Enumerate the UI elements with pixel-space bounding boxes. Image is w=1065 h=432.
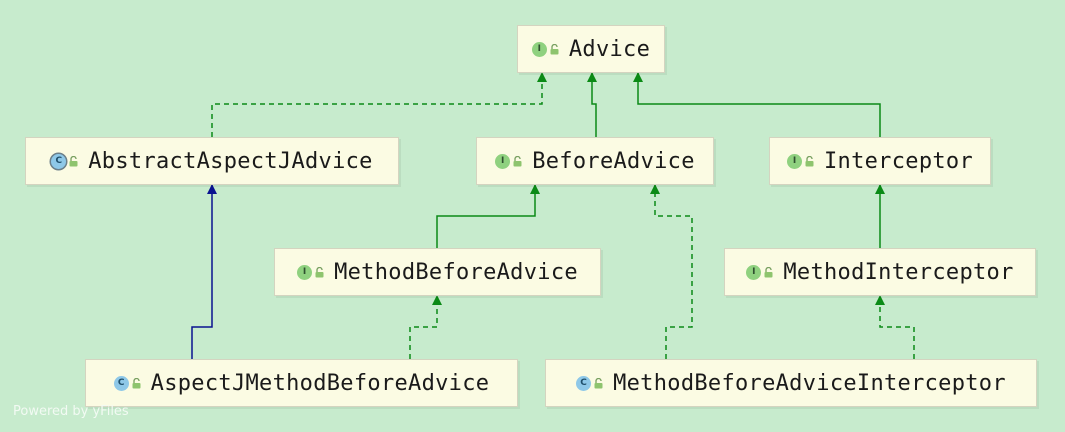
edge-aspectjmethodbeforeadvice-methodbeforeadvice <box>409 295 442 359</box>
powered-by-footer: Powered by yFiles <box>13 404 129 419</box>
node-badge: I <box>746 264 773 280</box>
node-abstract-aspectj-advice[interactable]: C AbstractAspectJAdvice <box>25 137 399 185</box>
node-badge: C <box>113 375 141 391</box>
node-badge: I <box>297 264 324 280</box>
unlock-icon <box>513 155 522 167</box>
abstract-class-icon: C <box>51 153 67 169</box>
node-badge: C <box>51 153 78 169</box>
node-label: BeforeAdvice <box>532 148 695 174</box>
unlock-icon <box>594 377 603 389</box>
interface-icon: I <box>746 264 762 280</box>
edge-beforeadvice-advice <box>587 72 597 137</box>
node-method-before-advice-interceptor[interactable]: C MethodBeforeAdviceInterceptor <box>545 359 1037 407</box>
node-label: MethodBeforeAdvice <box>334 259 578 285</box>
node-advice[interactable]: I Advice <box>517 25 665 73</box>
node-before-advice[interactable]: I BeforeAdvice <box>476 137 714 185</box>
edge-abstractaspectjadvice-advice <box>211 72 547 137</box>
unlock-icon <box>550 43 559 55</box>
node-label: AbstractAspectJAdvice <box>88 148 373 174</box>
node-label: AspectJMethodBeforeAdvice <box>150 370 490 396</box>
node-label: Advice <box>568 36 651 62</box>
node-badge: I <box>495 153 522 169</box>
unlock-icon <box>69 155 78 167</box>
node-method-interceptor[interactable]: I MethodInterceptor <box>724 248 1036 296</box>
unlock-icon <box>315 266 324 278</box>
edge-aspectjmethodbeforeadvice-abstractaspectjadvice <box>191 184 217 359</box>
edge-interceptor-advice <box>633 72 881 137</box>
node-badge: I <box>531 41 559 57</box>
unlock-icon <box>764 266 773 278</box>
node-badge: I <box>787 153 814 169</box>
node-interceptor[interactable]: I Interceptor <box>769 137 991 185</box>
interface-icon: I <box>297 264 313 280</box>
interface-icon: I <box>495 153 511 169</box>
interface-icon: I <box>787 153 802 169</box>
node-label: MethodInterceptor <box>783 259 1014 285</box>
edge-methodbeforeadviceinterceptor-methodinterceptor <box>875 295 915 359</box>
class-icon: C <box>113 375 129 391</box>
node-label: Interceptor <box>824 148 973 174</box>
node-method-before-advice[interactable]: I MethodBeforeAdvice <box>274 248 601 296</box>
node-badge: C <box>576 375 603 391</box>
interface-icon: I <box>531 41 547 57</box>
unlock-icon <box>805 155 814 167</box>
edge-methodbeforeadvice-beforeadvice <box>436 184 540 248</box>
node-label: MethodBeforeAdviceInterceptor <box>613 370 1006 396</box>
node-aspectj-method-before-advice[interactable]: C AspectJMethodBeforeAdvice <box>85 359 518 407</box>
edge-methodbeforeadviceinterceptor-beforeadvice <box>650 184 693 359</box>
class-icon: C <box>576 375 592 391</box>
unlock-icon <box>132 377 141 389</box>
